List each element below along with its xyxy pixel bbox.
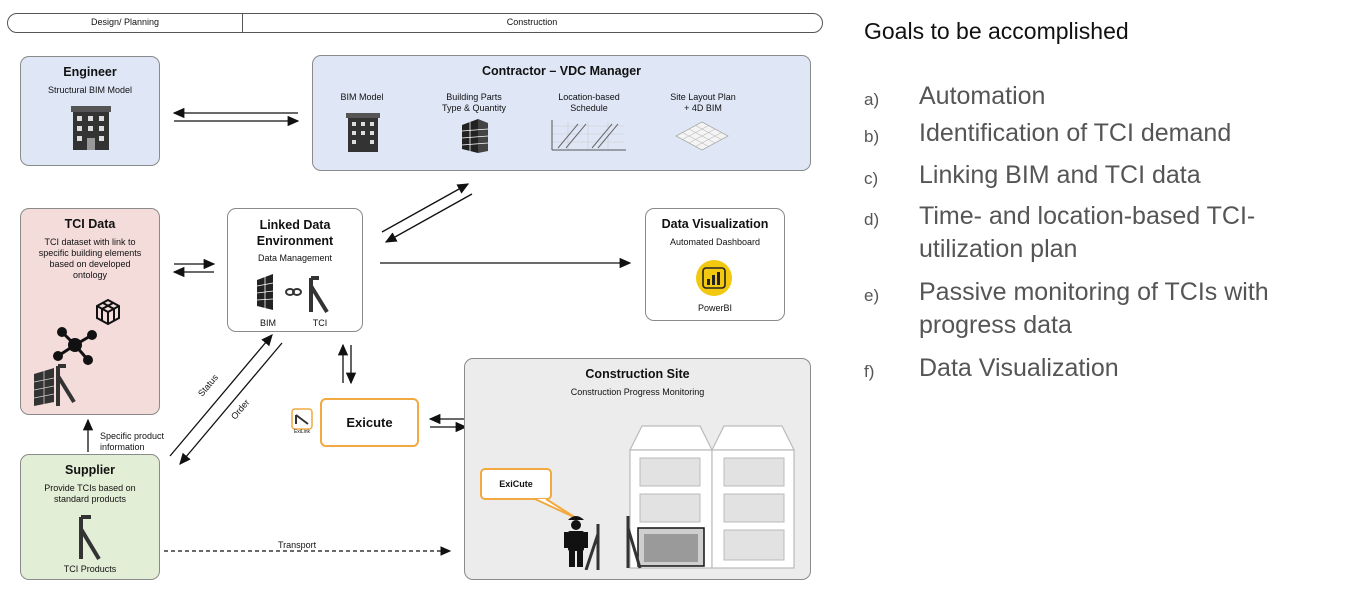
linked-data-subtitle: Data Management: [257, 253, 333, 263]
tci-products-label: TCI Products: [63, 564, 117, 574]
linked-data-title: Linked Data Environment: [256, 218, 334, 248]
engineer-title: Engineer: [63, 65, 117, 79]
phase-divider: [242, 14, 243, 32]
goals-title: Goals to be accomplished: [864, 18, 1129, 44]
site-grid-icon: [675, 121, 729, 151]
site-title: Construction Site: [585, 367, 690, 381]
linked-tci-label: TCI: [312, 318, 328, 328]
powerbi-icon: [696, 260, 732, 296]
goal-text: Passive monitoring of TCIs with progress…: [919, 278, 1269, 339]
arrow-linked-to-supplier-order: [179, 342, 283, 465]
schedule-chart-icon: [551, 120, 626, 151]
tci-data-subtitle: TCI dataset with link to specific buildi…: [38, 237, 142, 280]
tci-data-title: TCI Data: [64, 217, 116, 231]
site-subtitle: Construction Progress Monitoring: [570, 387, 705, 397]
exicute-bubble-label: ExiCute: [499, 479, 533, 489]
arrow-contractor-to-linked: [384, 193, 473, 243]
goal-letter: b): [864, 127, 880, 146]
exilink-label: ExiLink: [293, 429, 311, 435]
engineer-box: Engineer Structural BIM Model: [20, 56, 160, 166]
linked-bim-label: BIM: [259, 318, 276, 328]
goal-text: Linking BIM and TCI data: [919, 161, 1201, 189]
worker-speech-illustration: [480, 468, 600, 570]
engineer-subtitle: Structural BIM Model: [47, 85, 133, 95]
phase-construction: Construction: [506, 17, 558, 27]
contractor-step-sitelayout: Site Layout Plan + 4D BIM: [670, 92, 736, 113]
bim-tci-link-icon: [256, 274, 329, 314]
powerbi-label: PowerBI: [697, 303, 732, 313]
goal-letter: e): [864, 286, 880, 305]
goal-letter: f): [864, 362, 875, 381]
dataviz-box: Data Visualization Automated Dashboard: [645, 208, 785, 321]
goal-text: Time- and location-based TCI- utilizatio…: [919, 202, 1256, 263]
contractor-step-schedule: Location-based Schedule: [558, 92, 620, 113]
contractor-step-parts: Building Parts Type & Quantity: [441, 92, 507, 113]
goal-letter: d): [864, 210, 880, 229]
goal-text: Automation: [919, 82, 1046, 110]
transport-label: Transport: [278, 540, 317, 550]
goal-text: Data Visualization: [919, 354, 1119, 382]
exilink-logo: [291, 408, 313, 430]
building-parts-icon: [461, 119, 489, 153]
goal-letter: c): [864, 169, 879, 188]
supplier-title: Supplier: [64, 463, 115, 477]
specific-product-label: Specific product information: [100, 431, 165, 452]
exicute-box: Exicute: [320, 398, 419, 447]
phase-design: Design/ Planning: [90, 17, 160, 27]
arrow-supplier-to-linked-status: [169, 334, 273, 457]
goal-text: Identification of TCI demand: [919, 119, 1232, 147]
ontology-icon: [33, 298, 120, 406]
arrow-linked-to-contractor: [381, 183, 470, 233]
contractor-step-bim: BIM Model: [340, 92, 384, 102]
tci-prop-icon: [79, 515, 101, 561]
contractor-box: Contractor – VDC Manager: [312, 55, 811, 171]
building-facade-illustration: [626, 425, 795, 569]
building-icon: [71, 106, 111, 150]
supplier-subtitle: Provide TCIs based on standard products: [44, 483, 136, 504]
phase-bar: Design/ Planning Construction: [7, 13, 823, 33]
contractor-title: Contractor – VDC Manager: [481, 64, 642, 78]
building-icon: [346, 113, 380, 152]
linked-data-box: Linked Data Environment Data Management: [227, 208, 363, 332]
goal-letter: a): [864, 90, 880, 109]
dataviz-title: Data Visualization: [661, 217, 769, 231]
dataviz-subtitle: Automated Dashboard: [669, 237, 761, 247]
